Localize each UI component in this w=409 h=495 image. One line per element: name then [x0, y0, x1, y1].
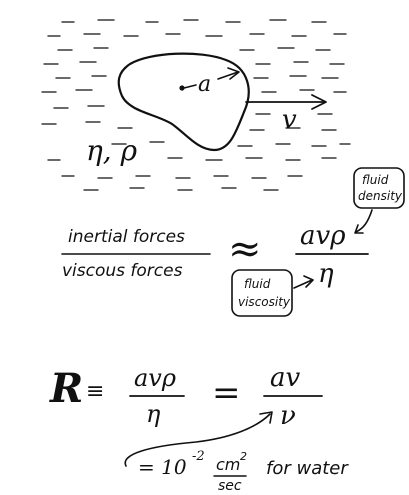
fluid-hatching	[41, 19, 351, 191]
frac2-denominator: ν	[280, 401, 296, 431]
equals-sign: =	[212, 373, 241, 413]
nu-value-suffix: for water	[266, 458, 349, 479]
reynolds-symbol: R	[49, 365, 83, 412]
viscous-forces-label: viscous forces	[62, 261, 183, 281]
nu-unit-numerator: cm	[216, 455, 240, 474]
viscosity-note-box	[231, 269, 293, 317]
nu-unit-exponent: 2	[240, 450, 247, 463]
fluid-props-label: η, ρ	[86, 134, 138, 167]
kinematic-viscosity-arrow	[124, 413, 271, 467]
inertial-forces-label: inertial forces	[68, 227, 185, 247]
viscosity-note-line2: viscosity	[238, 295, 291, 309]
velocity-arrowhead	[311, 94, 327, 110]
viscosity-note-arrow	[293, 279, 313, 289]
nu-value-exponent: -2	[192, 449, 205, 464]
radius-arrowhead	[227, 67, 240, 80]
radius-label: a	[198, 72, 211, 97]
kinematic-viscosity-arrowhead	[259, 411, 273, 424]
radius-line-right	[217, 71, 239, 80]
frac1-denominator: η	[146, 400, 161, 428]
density-note-line1: fluid	[362, 173, 389, 187]
frac2-numerator: av	[270, 363, 301, 393]
frac1-numerator: avρ	[134, 364, 176, 392]
reynolds-defined-as: ≡	[86, 379, 104, 404]
density-note-arrow	[355, 209, 373, 233]
sphere-body	[117, 52, 250, 152]
approx-symbol: ≈	[228, 226, 262, 272]
radius-line-left	[183, 84, 197, 89]
nu-value-prefix: = 10	[138, 455, 187, 479]
nu-unit-denominator: sec	[218, 478, 242, 494]
density-note-box	[353, 167, 405, 209]
velocity-label: v	[282, 105, 297, 135]
viscosity-note-line1: fluid	[244, 277, 271, 291]
rhs-denominator: η	[318, 259, 334, 289]
density-note-line2: density	[358, 189, 403, 203]
viscosity-note-arrowhead	[303, 275, 314, 288]
center-dot	[179, 85, 185, 91]
density-note-arrowhead	[354, 224, 364, 234]
rhs-numerator: avρ	[300, 221, 346, 251]
